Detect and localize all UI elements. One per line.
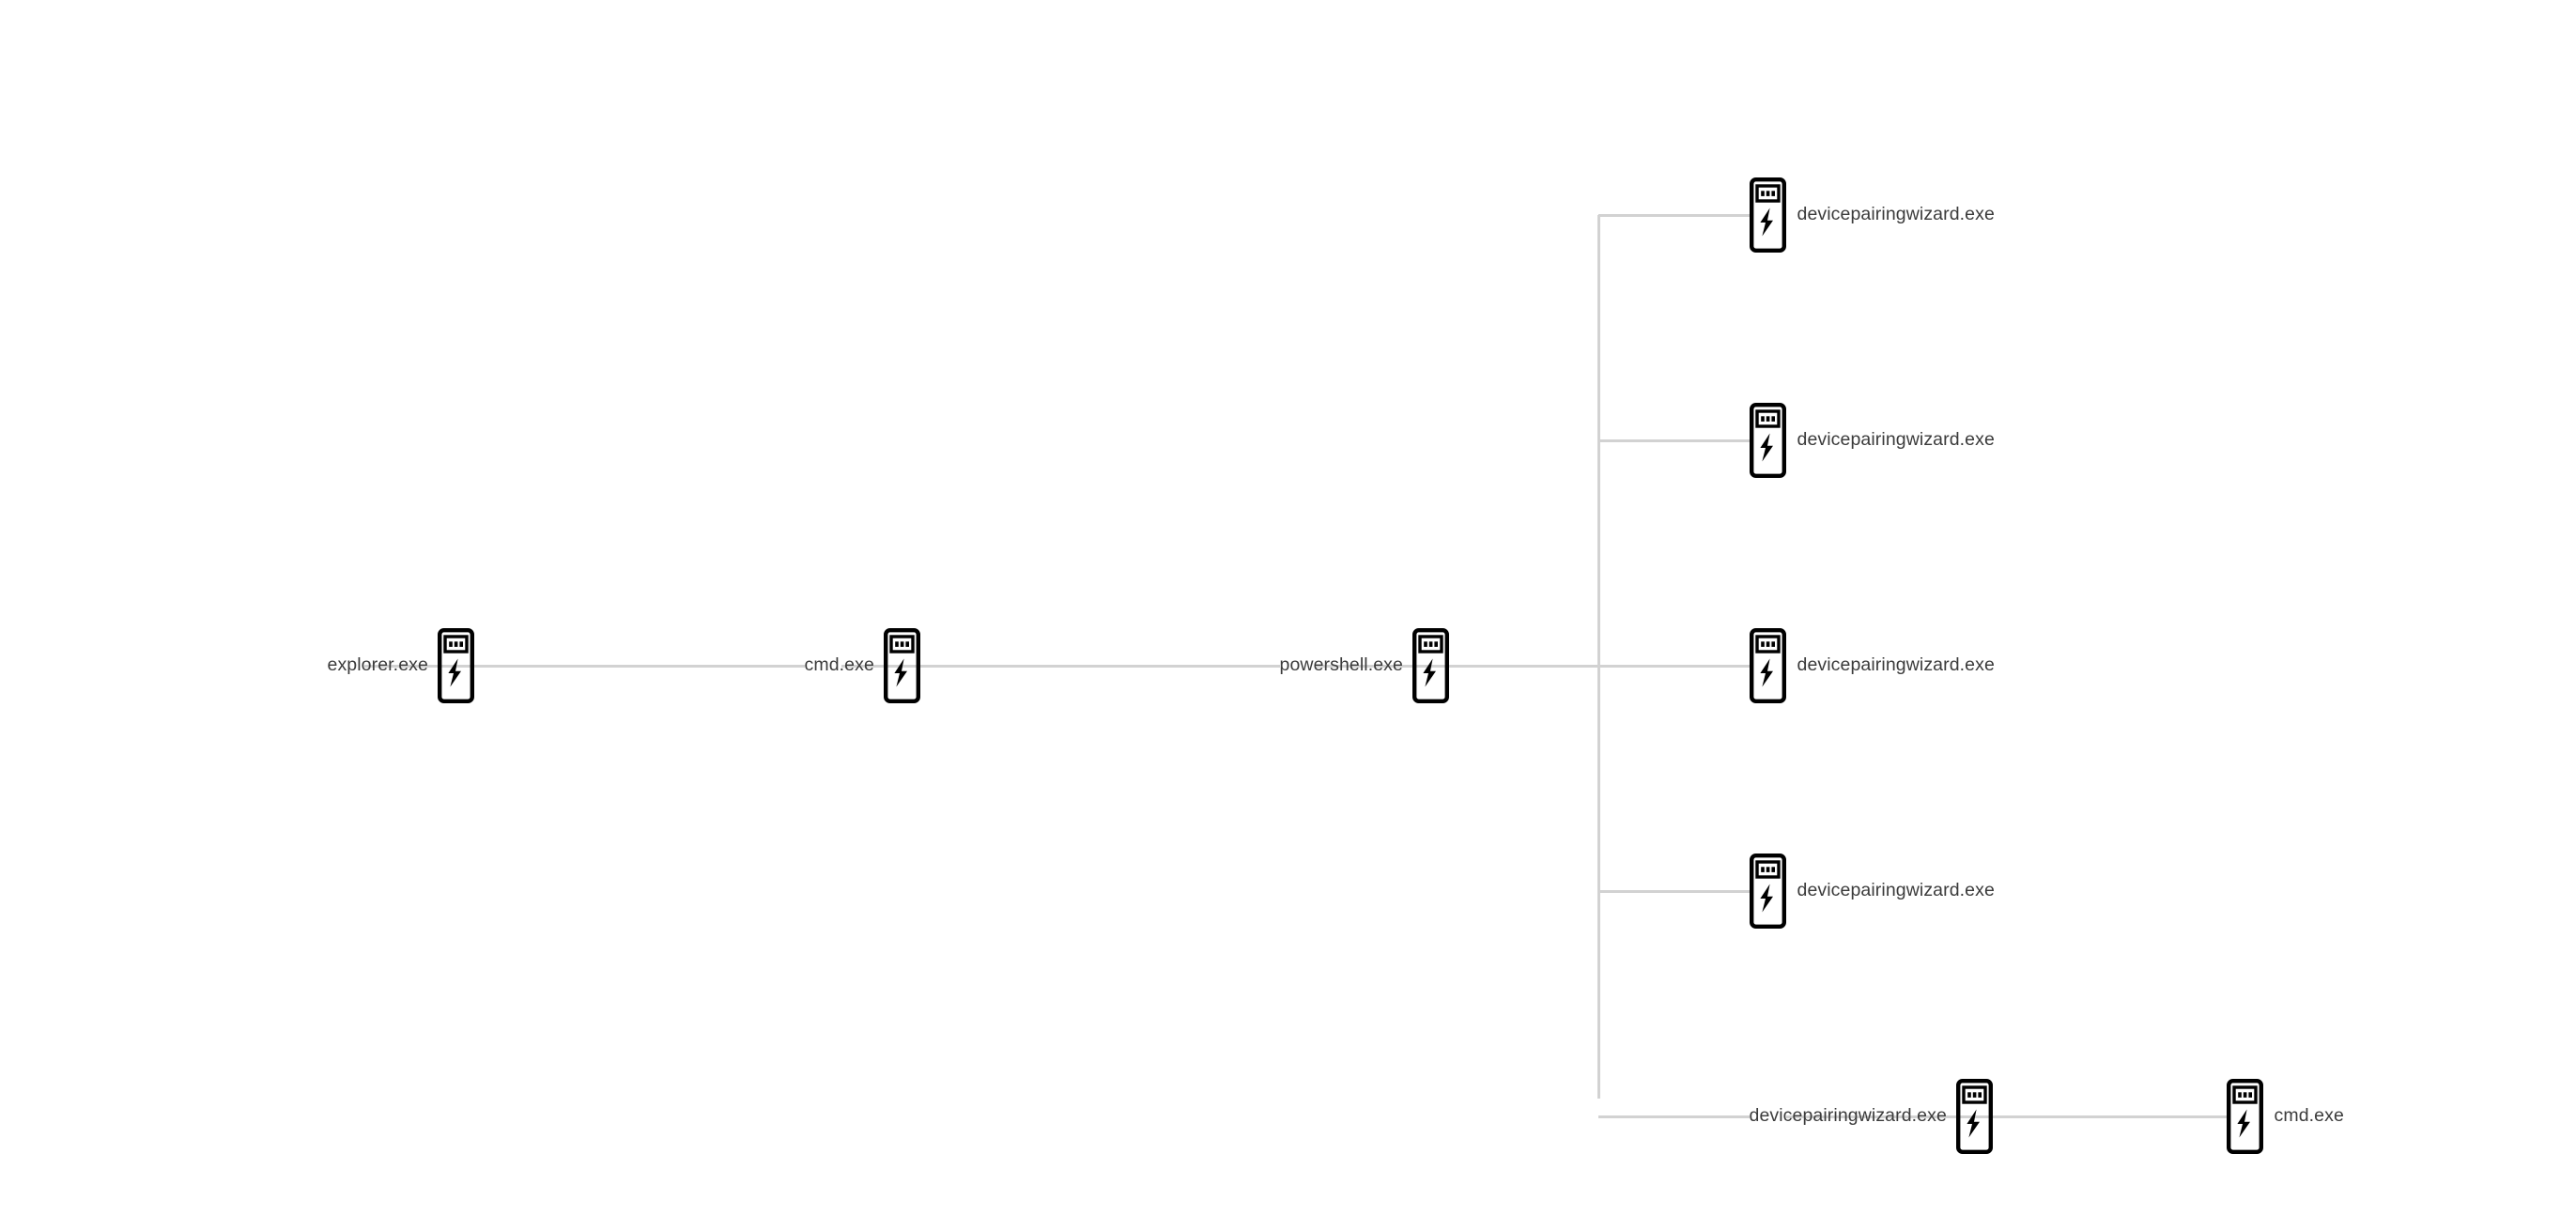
edge-cmd1-to-powershell [841, 664, 1280, 668]
process-icon [1749, 177, 1786, 253]
process-icon [1749, 628, 1786, 703]
edge-trunk-to-dpw1 [1598, 213, 1750, 217]
process-node-label: devicepairingwizard.exe [1797, 880, 1995, 901]
process-icon [1749, 854, 1786, 929]
edge-powershell-to-trunk [1316, 664, 1598, 668]
process-node-label: explorer.exe [327, 654, 428, 676]
process-node-dpw-4[interactable]: devicepairingwizard.exe [1749, 854, 1995, 929]
edge-dpw5-to-cmd2 [1785, 1115, 2227, 1118]
edge-explorer-to-cmd1 [363, 664, 805, 668]
process-node-label: devicepairingwizard.exe [1797, 429, 1995, 451]
process-node-cmd-2[interactable]: cmd.exe [2226, 1079, 2344, 1154]
process-node-label: powershell.exe [1279, 654, 1403, 676]
process-icon [1411, 628, 1449, 703]
process-node-label: devicepairingwizard.exe [1797, 654, 1995, 676]
process-node-powershell[interactable]: powershell.exe [1280, 628, 1449, 703]
edge-trunk-to-dpw3 [1598, 664, 1750, 668]
process-node-label: cmd.exe [2274, 1105, 2344, 1127]
process-node-dpw-2[interactable]: devicepairingwizard.exe [1749, 403, 1995, 478]
process-icon [883, 628, 920, 703]
process-node-cmd-1[interactable]: cmd.exe [805, 628, 920, 703]
edge-trunk-to-dpw4 [1598, 889, 1750, 893]
process-node-dpw-3[interactable]: devicepairingwizard.exe [1749, 628, 1995, 703]
process-icon [2226, 1079, 2263, 1154]
process-node-label: cmd.exe [804, 654, 874, 676]
edge-trunk-to-dpw2 [1598, 438, 1750, 442]
process-node-dpw-5[interactable]: devicepairingwizard.exe [1750, 1079, 1993, 1154]
process-node-label: devicepairingwizard.exe [1749, 1105, 1947, 1127]
edge-trunk-to-dpw5 [1598, 1115, 1750, 1118]
process-icon [437, 628, 474, 703]
process-icon [1749, 403, 1786, 478]
process-node-label: devicepairingwizard.exe [1797, 204, 1995, 225]
process-node-dpw-1[interactable]: devicepairingwizard.exe [1749, 177, 1995, 253]
process-node-explorer[interactable]: explorer.exe [328, 628, 474, 703]
process-icon [1955, 1079, 1993, 1154]
edge-trunk-vertical [1597, 215, 1600, 1099]
